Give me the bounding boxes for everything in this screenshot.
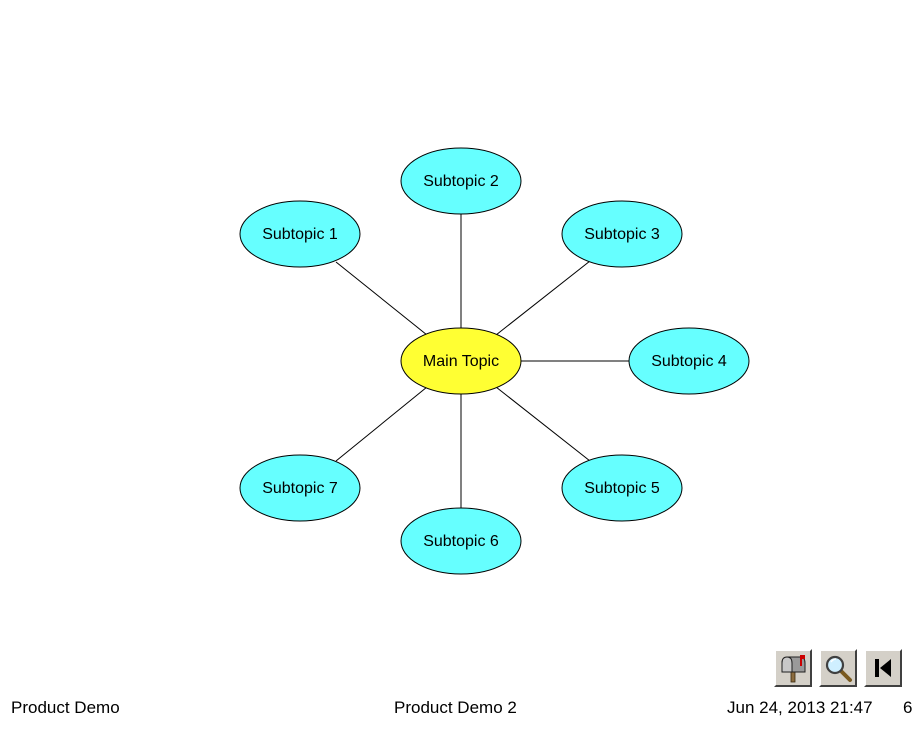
footer-document-title: Product Demo [11, 698, 120, 717]
subtopic-shape [400, 507, 522, 575]
subtopic-shape [561, 200, 683, 268]
main-topic-label: Main Topic [423, 353, 499, 370]
magnifier-icon [825, 655, 852, 682]
subtopic-shape [400, 147, 522, 215]
mailbox-icon [781, 655, 806, 683]
main-topic-node[interactable]: Main Topic [400, 327, 522, 395]
subtopic-node-6[interactable]: Subtopic 6 [400, 507, 522, 575]
subtopic-label: Subtopic 6 [423, 533, 499, 550]
footer-page-number: 6 [903, 698, 913, 717]
connector-subtopic-5 [495, 386, 591, 462]
subtopic-node-4[interactable]: Subtopic 4 [628, 327, 750, 395]
main-topic-shape [400, 327, 522, 395]
subtopic-label: Subtopic 4 [651, 353, 727, 370]
first-page-icon [875, 659, 891, 677]
subtopic-node-5[interactable]: Subtopic 5 [561, 454, 683, 522]
subtopic-shape [628, 327, 750, 395]
connector-subtopic-3 [495, 260, 591, 336]
subtopic-node-7[interactable]: Subtopic 7 [239, 454, 361, 522]
subtopic-label: Subtopic 5 [584, 480, 660, 497]
subtopic-label: Subtopic 2 [423, 173, 499, 190]
mail-button[interactable] [774, 649, 812, 687]
subtopic-node-2[interactable]: Subtopic 2 [400, 147, 522, 215]
connectors [335, 214, 630, 508]
subtopic-node-3[interactable]: Subtopic 3 [561, 200, 683, 268]
subtopic-shape [561, 454, 683, 522]
subtopic-shape [239, 454, 361, 522]
subtopic-label: Subtopic 3 [584, 226, 660, 243]
connector-subtopic-1 [335, 261, 428, 336]
footer-subtitle: Product Demo 2 [394, 698, 517, 717]
footer-timestamp: Jun 24, 2013 21:47 [727, 698, 873, 717]
subtopic-shape [239, 200, 361, 268]
navigation-toolbar [774, 649, 902, 687]
first-page-button[interactable] [864, 649, 902, 687]
connector-subtopic-7 [335, 386, 428, 462]
subtopic-label: Subtopic 1 [262, 226, 338, 243]
subtopic-label: Subtopic 7 [262, 480, 338, 497]
subtopic-node-1[interactable]: Subtopic 1 [239, 200, 361, 268]
zoom-button[interactable] [819, 649, 857, 687]
